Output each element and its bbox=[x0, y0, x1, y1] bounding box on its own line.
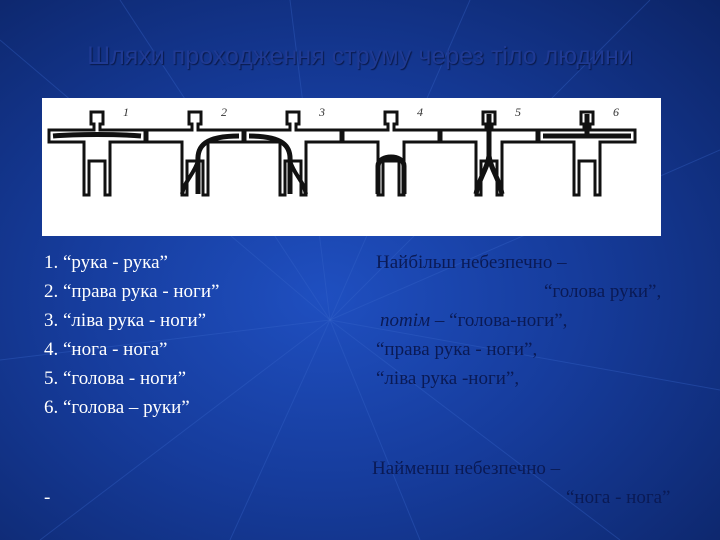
list-item: 1. “рука - рука” bbox=[44, 252, 168, 273]
then-word: потім bbox=[380, 310, 431, 331]
current-paths-figure: 1 2 3 4 5 6 bbox=[42, 98, 661, 236]
list-item: 5. “голова - ноги” bbox=[44, 368, 187, 389]
dash-bullet: - bbox=[44, 487, 51, 508]
figure-number-1: 1 bbox=[123, 105, 129, 119]
most-dangerous-path-2: потім – “голова-ноги”, bbox=[380, 306, 567, 335]
most-dangerous-path-3: “права рука - ноги”, bbox=[376, 339, 538, 360]
figure-6: 6 bbox=[537, 105, 637, 197]
most-dangerous-path-2-text: – “голова-ноги”, bbox=[430, 310, 568, 331]
body-silhouettes-drawing: 1 2 3 4 5 6 bbox=[47, 105, 637, 197]
figure-1: 1 bbox=[47, 105, 147, 197]
figure-2: 2 bbox=[145, 105, 245, 197]
slide-title: Шляхи проходження струму через тіло люди… bbox=[87, 42, 633, 70]
list-item: 2. “права рука - ноги” bbox=[44, 281, 220, 302]
figure-number-6: 6 bbox=[613, 105, 619, 119]
least-dangerous-heading: Найменш небезпечно – bbox=[372, 458, 561, 479]
most-dangerous-path-1: “голова руки”, bbox=[544, 281, 662, 302]
list-item: 4. “нога - нога” bbox=[44, 339, 168, 360]
least-dangerous-path-1: “нога - нога” bbox=[566, 487, 671, 508]
list-item: 6. “голова – руки” bbox=[44, 397, 190, 418]
figure-5: 5 bbox=[439, 105, 539, 197]
figure-number-5: 5 bbox=[515, 105, 521, 119]
figure-3: 3 bbox=[243, 105, 343, 197]
most-dangerous-heading: Найбільш небезпечно – bbox=[376, 252, 567, 273]
figure-number-2: 2 bbox=[221, 105, 227, 119]
most-dangerous-path-4: “ліва рука -ноги”, bbox=[376, 368, 520, 389]
list-item: 3. “ліва рука - ноги” bbox=[44, 310, 207, 331]
figure-4: 4 bbox=[341, 105, 441, 197]
figure-number-4: 4 bbox=[417, 105, 423, 119]
figure-number-3: 3 bbox=[318, 105, 325, 119]
current-paths-list: 1. “рука - рука” 2. “права рука - ноги” … bbox=[44, 248, 219, 422]
